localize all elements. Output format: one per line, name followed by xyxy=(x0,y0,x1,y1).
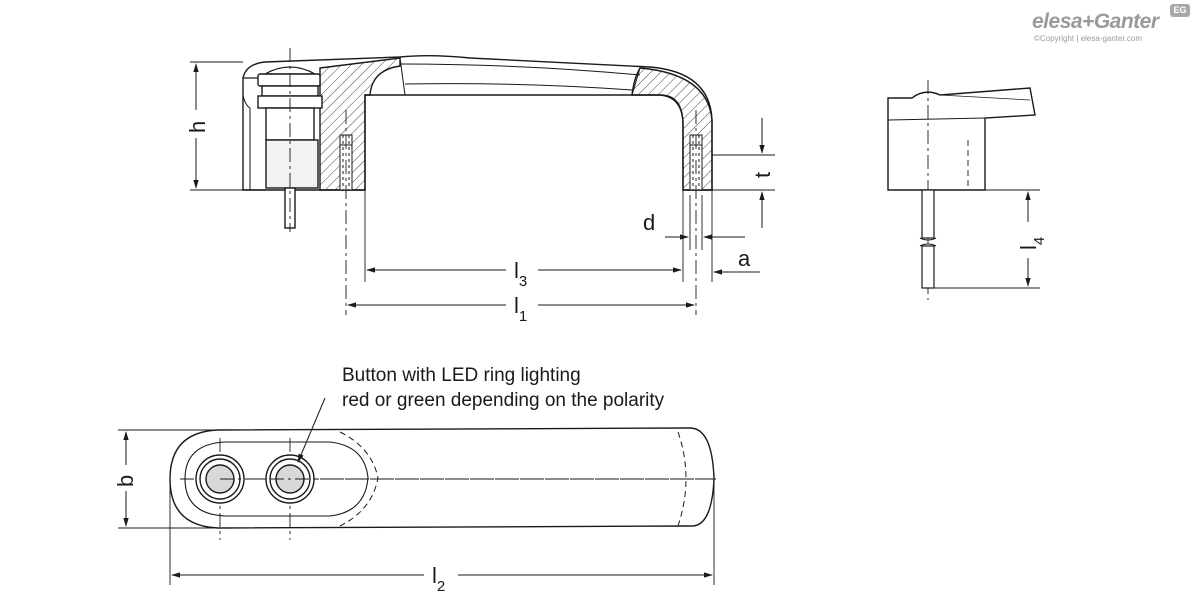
grip-bottom-line xyxy=(404,83,633,91)
brand-name: elesa+Ganter xyxy=(1032,10,1159,33)
brand-logo: elesa+Ganter ©Copyright | elesa-ganter.c… xyxy=(1032,4,1192,50)
dim-l2: l2 xyxy=(432,563,445,595)
dim-l1: l1 xyxy=(514,293,527,325)
note-line-1: Button with LED ring lighting xyxy=(342,365,581,386)
dimension-labels: h t d a l3 l1 l4 b l2 Button with LED ri… xyxy=(113,110,1048,595)
brand-copyright: ©Copyright | elesa-ganter.com xyxy=(1034,34,1143,43)
dim-l4: l4 xyxy=(1016,237,1048,250)
top-view xyxy=(118,397,716,585)
left-section xyxy=(319,57,401,191)
side-body xyxy=(887,87,1036,191)
top-outline xyxy=(169,427,715,529)
brand-badge: EG xyxy=(1170,4,1190,17)
grip-top-line xyxy=(399,63,641,76)
dim-t: t xyxy=(750,172,775,178)
note-leader xyxy=(297,397,326,463)
dim-d: d xyxy=(643,210,655,235)
dim-a: a xyxy=(738,246,751,271)
side-pin xyxy=(919,189,937,289)
side-view xyxy=(887,80,1040,300)
note-line-2: red or green depending on the polarity xyxy=(342,390,665,411)
front-view xyxy=(190,48,775,315)
dim-b: b xyxy=(113,475,138,487)
top-recess xyxy=(184,441,369,517)
dim-l3: l3 xyxy=(514,258,527,290)
dim-h: h xyxy=(185,121,210,133)
